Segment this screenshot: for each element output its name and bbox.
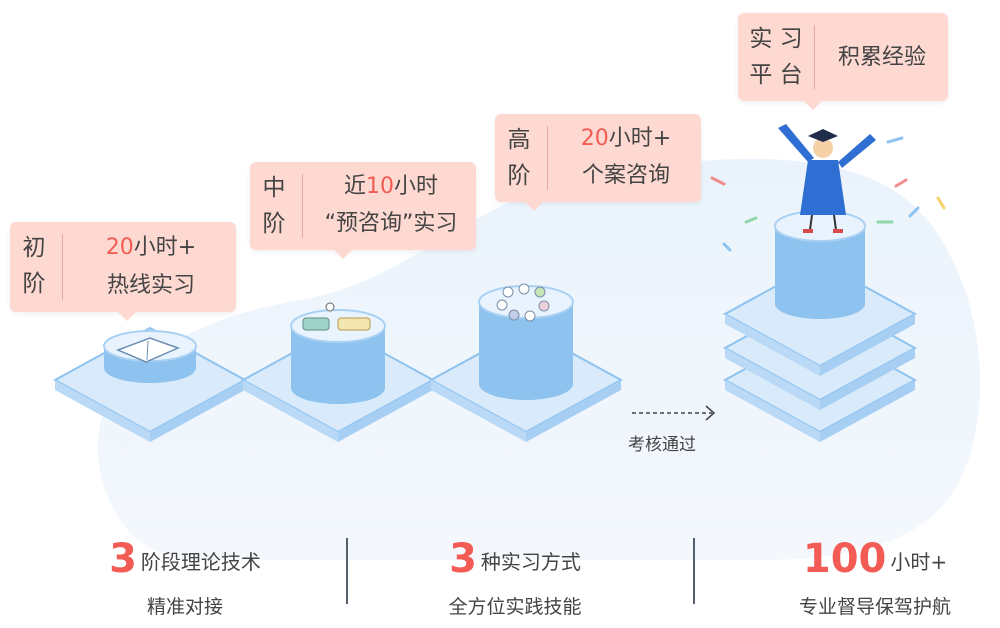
stage-3-level-bottom: 阶: [507, 163, 531, 189]
stat-3-label: 小时+: [890, 550, 948, 574]
arrow-head: [705, 405, 716, 421]
graduate-figure: [778, 124, 876, 233]
stage-2-hours: 近10小时: [310, 168, 472, 206]
stage-2-level-top: 中: [262, 175, 286, 201]
stat-2-line2: 全方位实践技能: [448, 596, 582, 618]
stage-4-platform: [722, 210, 918, 442]
stage-4-bubble: 实 习 平 台 积累经验: [738, 13, 948, 110]
stage-2-hours-prefix: 近: [343, 174, 366, 199]
stat-3-number: 100: [802, 536, 887, 582]
clock-icon: [325, 302, 335, 312]
stage-1-hours: 20小时+: [70, 229, 232, 267]
stage-3-bubble: 高 阶 20小时+ 个案咨询: [495, 114, 701, 211]
stage-4-desc: 积累经验: [837, 45, 926, 70]
stage-2-desc: “预咨询”实习: [324, 211, 458, 236]
stage-2-bubble: 中 阶 近10小时 “预咨询”实习: [250, 162, 476, 259]
stage-1-hours-num: 20: [105, 235, 134, 260]
stage-3-hours-unit: 小时+: [608, 126, 672, 151]
stat-1-line2: 精准对接: [146, 596, 223, 618]
stat-1-number: 3: [109, 536, 137, 582]
stage-1-level-bottom: 阶: [22, 271, 46, 297]
stat-3-line2: 专业督导保驾护航: [798, 596, 951, 618]
stat-2-label: 种实习方式: [480, 550, 581, 574]
stage-1-bubble: 初 阶 20小时+ 热线实习: [10, 222, 236, 321]
grad-cap-icon: [808, 129, 838, 142]
stat-divider-2: [693, 538, 695, 604]
stage-3-hours: 20小时+: [555, 120, 697, 158]
chairs-circle-icon: [496, 283, 550, 322]
stage-3-hours-num: 20: [580, 126, 609, 151]
stat-divider-1: [346, 538, 348, 604]
stage-1-platform: [52, 326, 248, 442]
confetti: [710, 136, 946, 252]
stage-3-platform: [428, 283, 624, 442]
stage-1-hours-unit: 小时+: [133, 235, 197, 260]
arrow-label: 考核通过: [628, 435, 696, 455]
stage-3-desc: 个案咨询: [581, 163, 670, 188]
stage-3-level-top: 高: [507, 127, 531, 153]
stage-1-desc: 热线实习: [106, 273, 195, 298]
stage-2-hours-unit: 小时: [394, 174, 439, 199]
stage-4-level-top: 实 习: [749, 26, 803, 52]
stage-4-level-bottom: 平 台: [749, 62, 803, 88]
stage-1-level-top: 初: [22, 235, 46, 261]
stat-2-number: 3: [449, 536, 477, 582]
stat-1-label: 阶段理论技术: [140, 550, 261, 574]
stage-2-level-bottom: 阶: [262, 211, 286, 237]
stage-2-hours-num: 10: [366, 174, 394, 199]
sofa-icon: [302, 317, 330, 331]
couch-icon: [337, 317, 371, 331]
